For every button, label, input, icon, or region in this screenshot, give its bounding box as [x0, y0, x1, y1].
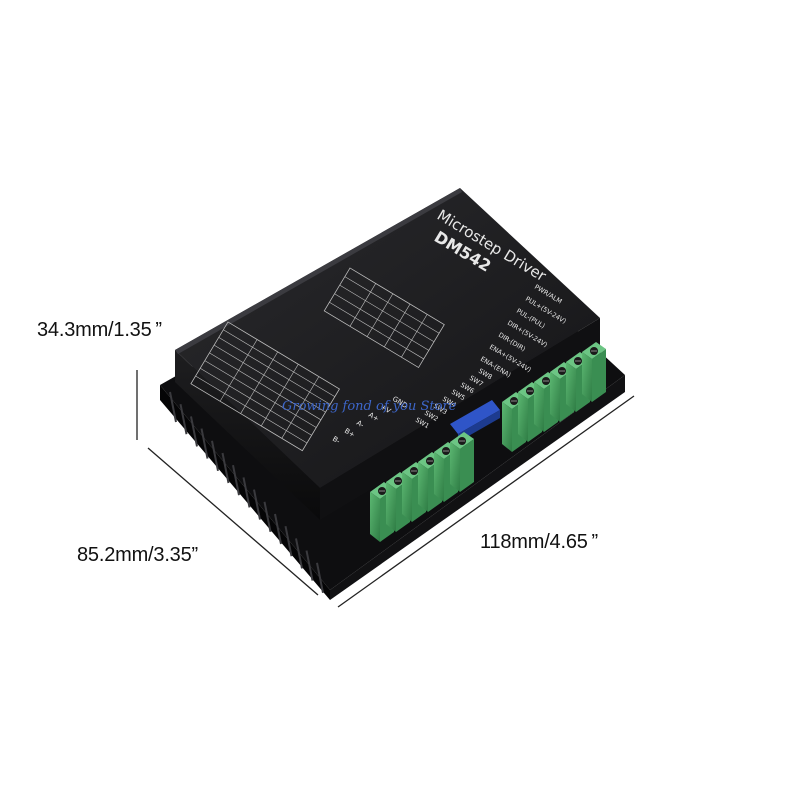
heatsink-fin [284, 526, 293, 557]
heatsink-fin [232, 465, 240, 496]
heatsink-fin [169, 391, 177, 423]
heatsink-fin [274, 513, 282, 545]
dip-switch [450, 400, 500, 442]
heatsink-fin [200, 428, 209, 459]
heatsink-fin [295, 538, 303, 569]
heatsink-fins [169, 391, 324, 593]
heatsink-fin [316, 562, 324, 593]
terminal-screw [450, 432, 474, 492]
heatsink-fin [263, 501, 272, 532]
heatsink-fin [179, 404, 188, 435]
heatsink-fin [242, 477, 251, 508]
power-label: B- [331, 435, 342, 446]
watermark: Growing fond of you Store [282, 399, 457, 414]
terminal-screw [582, 342, 606, 402]
heatsink-fin [221, 452, 230, 484]
height-dimension-label: 34.3mm/1.35 ” [37, 319, 162, 341]
heatsink-fin [305, 550, 314, 581]
width-dimension-label: 85.2mm/3.35” [77, 544, 198, 566]
setting-table-lower [190, 321, 340, 452]
power-label: A- [355, 419, 366, 430]
setting-table-upper [323, 267, 445, 369]
heatsink-fin [190, 416, 198, 447]
heatsink-fin [211, 440, 219, 471]
terminal-block-power [370, 432, 474, 542]
length-dimension-label: 118mm/4.65 ” [480, 531, 598, 553]
dimension-lines [136, 370, 635, 608]
heatsink-fin [253, 489, 261, 520]
terminal-block-signal [502, 342, 606, 452]
